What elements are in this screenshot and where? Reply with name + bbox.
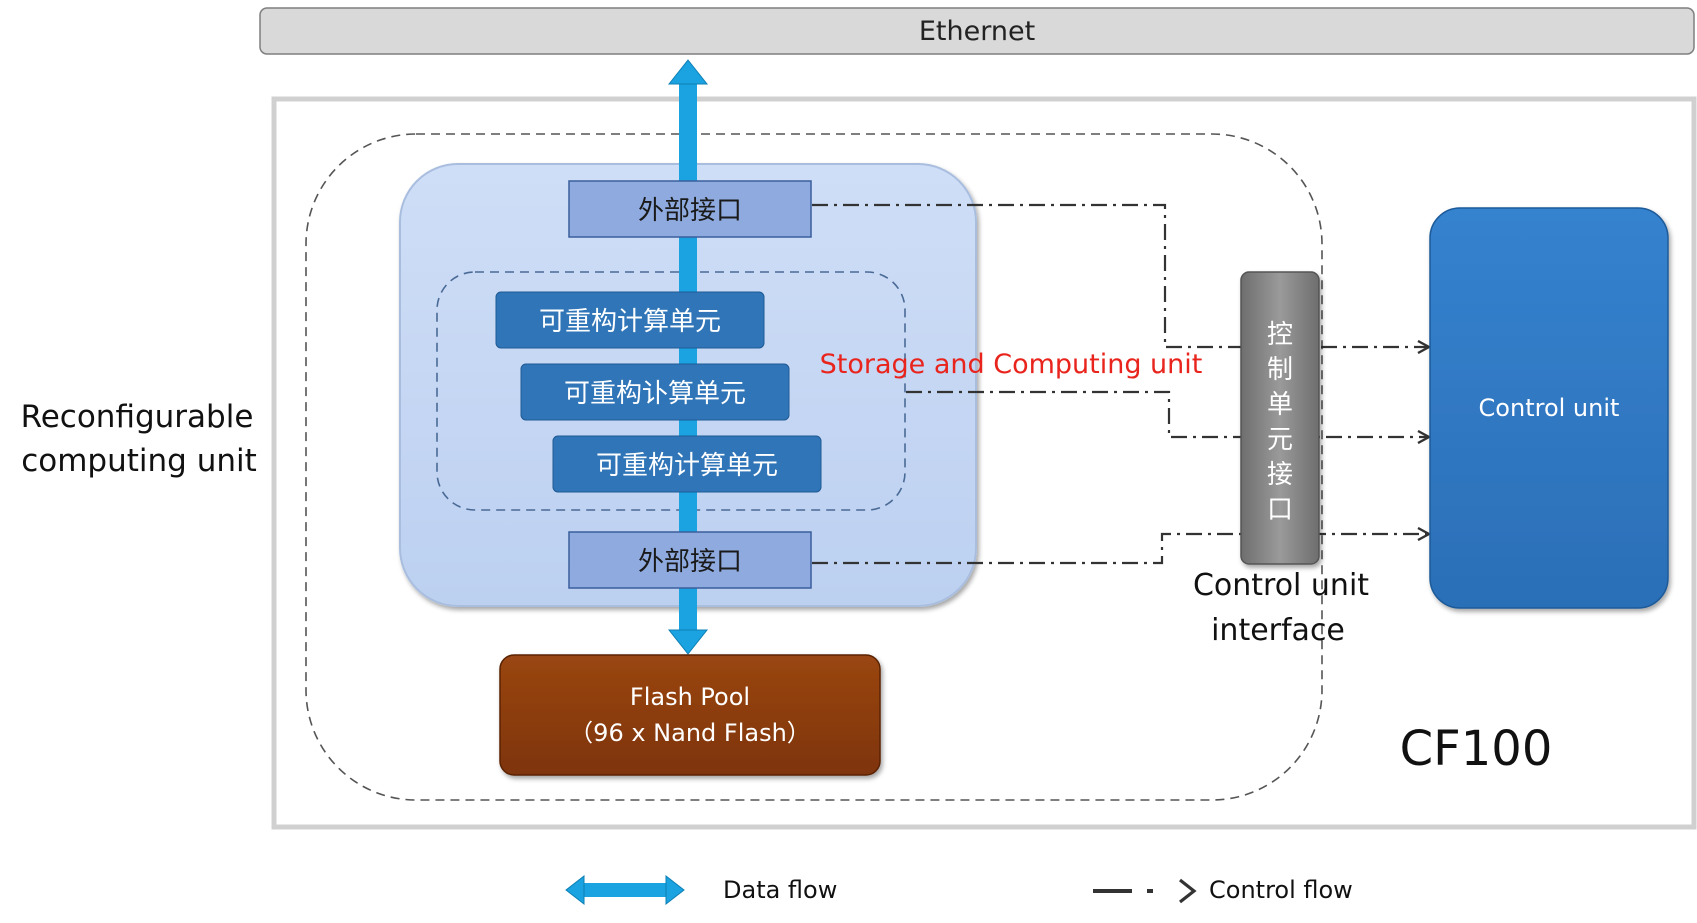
compute-unit-1-label: 可重构计算单元 [539,307,721,337]
compute-unit-group [436,271,906,511]
legend-data-flow-arrow-icon [565,874,685,906]
legend-data-flow: Data flow [565,874,837,906]
ethernet-bar: Ethernet [259,7,1695,55]
storage-computing-label: Storage and Computing unit [820,349,1203,380]
control-unit: Control unit [1429,207,1669,609]
compute-unit-3: 可重构计算单元 [552,435,822,493]
control-interface-char-1: 控 [1267,320,1293,350]
external-interface-top: 外部接口 [568,180,812,238]
external-interface-top-label: 外部接口 [638,196,742,226]
flash-pool-label: Flash Pool [630,683,750,711]
legend-control-flow-label: Control flow [1209,876,1353,904]
external-interface-bottom: 外部接口 [568,531,812,589]
legend-data-flow-label: Data flow [723,876,837,904]
control-interface-caption-1: Control unit [1193,568,1369,603]
control-interface-caption-2: interface [1211,613,1345,648]
ethernet-label: Ethernet [919,16,1035,47]
legend-control-flow-arrow-icon [1093,878,1197,904]
flash-pool-detail: （96 x Nand Flash） [569,719,811,747]
control-interface-char-6: 口 [1267,495,1293,525]
external-interface-bottom-label: 外部接口 [638,547,742,577]
compute-unit-2-label: 可重构讣算单元 [564,379,746,409]
storage-computing-boundary [305,133,1323,801]
compute-unit-3-label: 可重构计算单元 [596,451,778,481]
control-interface-char-4: 元 [1267,425,1293,455]
control-interface-char-5: 接 [1267,460,1293,490]
control-interface-char-3: 单 [1267,390,1293,420]
control-unit-label: Control unit [1479,394,1620,422]
flash-pool: Flash Pool （96 x Nand Flash） [499,654,881,776]
side-label-line-2: computing unit [21,443,257,479]
control-interface-char-2: 制 [1267,355,1293,385]
device-name: CF100 [1400,721,1553,777]
compute-unit-2: 可重构讣算单元 [520,363,790,421]
side-label-line-1: Reconfigurable [21,399,254,435]
control-unit-interface: 控 制 单 元 接 口 [1240,271,1320,565]
legend-control-flow: Control flow [1093,876,1353,904]
compute-unit-1: 可重构计算单元 [495,291,765,349]
